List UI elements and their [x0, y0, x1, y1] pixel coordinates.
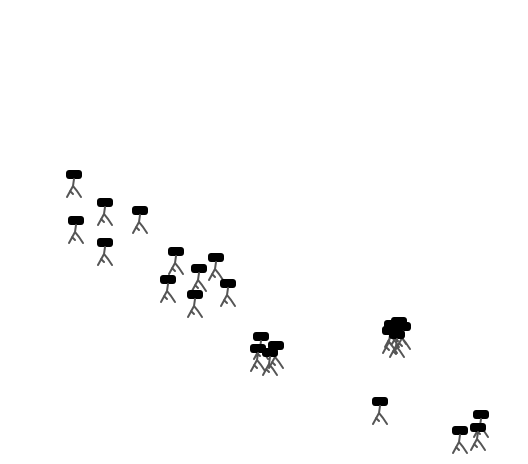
figure-head: [470, 423, 486, 432]
figure-legs: [250, 352, 266, 372]
figure-head: [187, 290, 203, 299]
stick-figure-icon: [372, 397, 388, 425]
figure-head: [168, 247, 184, 256]
figure-legs: [208, 261, 224, 281]
figure-head: [191, 264, 207, 273]
figure-legs: [68, 224, 84, 244]
figure-legs: [372, 405, 388, 425]
stick-figure-icon: [97, 238, 113, 266]
figure-legs: [191, 272, 207, 292]
stick-figure-icon: [168, 247, 184, 275]
figure-head: [268, 341, 284, 350]
figure-legs: [132, 214, 148, 234]
figure-head: [97, 238, 113, 247]
stick-figure-icon: [97, 198, 113, 226]
stick-figure-icon: [160, 275, 176, 303]
figure-head: [395, 322, 411, 331]
stick-figure-icon: [132, 206, 148, 234]
figure-legs: [160, 283, 176, 303]
figure-head: [372, 397, 388, 406]
figure-legs: [262, 356, 278, 376]
figure-head: [253, 332, 269, 341]
figure-head: [220, 279, 236, 288]
figure-legs: [187, 298, 203, 318]
stick-figure-icon: [470, 423, 486, 451]
stick-figure-icon: [68, 216, 84, 244]
figure-head: [208, 253, 224, 262]
stick-figure-icon: [250, 344, 266, 372]
figure-legs: [168, 255, 184, 275]
figure-legs: [97, 246, 113, 266]
figure-legs: [382, 334, 398, 354]
stick-figure-icon: [262, 348, 278, 376]
figure-legs: [97, 206, 113, 226]
stick-figure-icon: [208, 253, 224, 281]
figure-legs: [220, 287, 236, 307]
figure-head: [452, 426, 468, 435]
figure-head: [160, 275, 176, 284]
figure-head: [97, 198, 113, 207]
figure-head: [389, 330, 405, 339]
figure-head: [473, 410, 489, 419]
figure-head: [132, 206, 148, 215]
figure-legs: [389, 338, 405, 358]
figure-head: [68, 216, 84, 225]
figure-head: [262, 348, 278, 357]
stick-figure-icon: [66, 170, 82, 198]
figure-legs: [452, 434, 468, 454]
figure-legs: [66, 178, 82, 198]
figure-head: [250, 344, 266, 353]
stick-figure-icon: [452, 426, 468, 454]
stick-figure-icon: [389, 330, 405, 358]
figure-head: [66, 170, 82, 179]
stick-figure-icon: [187, 290, 203, 318]
stick-figure-icon: [220, 279, 236, 307]
figure-legs: [470, 431, 486, 451]
stick-figure-icon: [191, 264, 207, 292]
